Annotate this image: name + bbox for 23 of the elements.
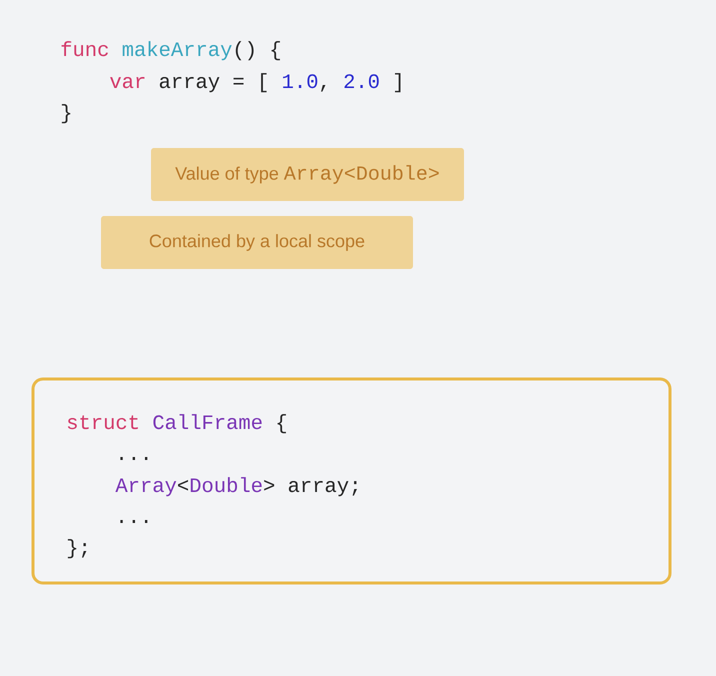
code-text: makeArray	[122, 41, 232, 60]
code-text: func	[62, 41, 108, 56]
code-text: var	[110, 76, 144, 88]
code-text: CallFrame	[153, 414, 262, 430]
code-text: 1.0	[283, 74, 318, 88]
code-text: ...	[120, 520, 148, 523]
code-text: array = [	[160, 73, 267, 92]
code-text: Array	[115, 478, 176, 496]
code-text: }	[62, 104, 70, 124]
code-text: };	[68, 539, 86, 558]
code-text: 2.0	[344, 74, 379, 88]
code-text: Double	[190, 477, 262, 492]
code-text: {	[278, 414, 286, 434]
code-text: > array;	[264, 480, 357, 496]
code-text: <	[178, 480, 188, 490]
tag-box: Contained by a local scope	[101, 216, 413, 269]
code-text: struct	[68, 415, 138, 430]
code-text: ...	[120, 457, 148, 460]
code-text: ,	[321, 85, 326, 92]
tag-box: Value of type Array<Double>	[151, 148, 464, 201]
code-text: () {	[236, 41, 280, 60]
code-text: ]	[395, 73, 400, 92]
code-box	[32, 377, 672, 584]
